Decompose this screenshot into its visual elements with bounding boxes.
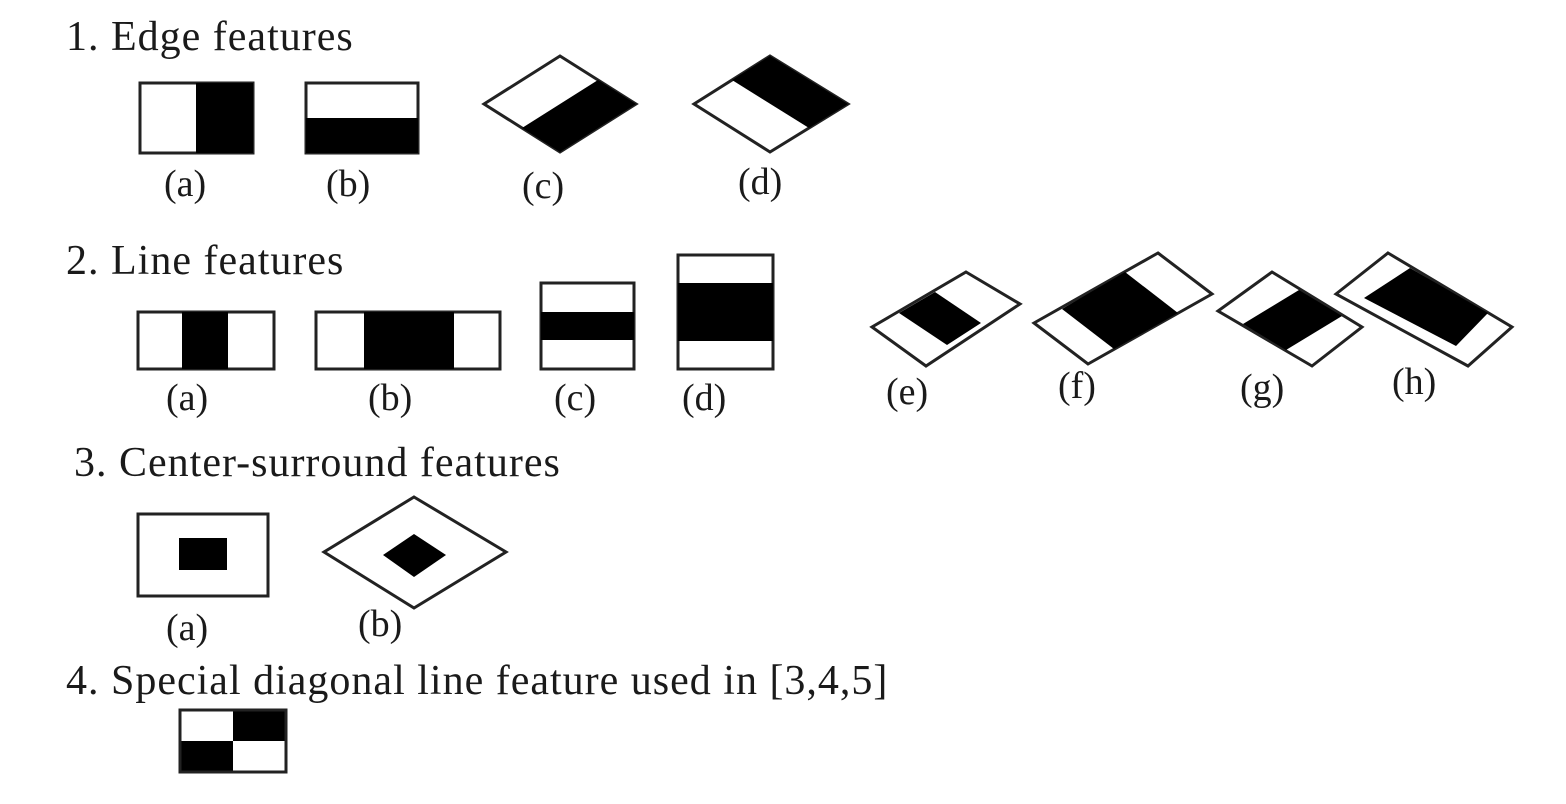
edge-feature-c [481,54,639,154]
line-feature-a [136,310,276,371]
center-surround-feature-a-label: (a) [166,607,208,649]
edge-feature-d-label: (d) [738,161,782,203]
line-feature-b [314,310,502,371]
line-feature-a-label: (a) [166,377,208,419]
line-feature-h-label: (h) [1392,361,1436,403]
line-feature-b-label: (b) [368,377,412,419]
center-surround-feature-b-label: (b) [358,603,402,645]
section-3-heading: 3. Center-surround features [74,440,561,486]
edge-feature-b [304,81,420,155]
line-feature-c-label: (c) [554,377,596,419]
line-feature-d-label: (d) [682,377,726,419]
center-surround-feature-a [136,512,270,598]
line-feature-g-label: (g) [1240,367,1284,409]
edge-feature-a-label: (a) [164,163,206,205]
line-feature-h [1333,251,1515,368]
special-diagonal-feature [178,708,288,774]
line-feature-f [1031,251,1215,366]
center-surround-feature-b [321,495,509,610]
line-feature-d [676,253,775,371]
edge-feature-b-label: (b) [326,163,370,205]
section-4-heading: 4. Special diagonal line feature used in… [66,658,888,704]
section-1-heading: 1. Edge features [66,14,354,60]
edge-feature-c-label: (c) [522,165,564,207]
line-feature-e [869,270,1023,368]
edge-feature-a [138,81,255,155]
edge-feature-d [691,54,851,154]
section-2-heading: 2. Line features [66,238,344,284]
line-feature-g [1215,270,1365,368]
line-feature-e-label: (e) [886,371,928,413]
line-feature-c [539,281,636,371]
line-feature-f-label: (f) [1058,365,1096,407]
